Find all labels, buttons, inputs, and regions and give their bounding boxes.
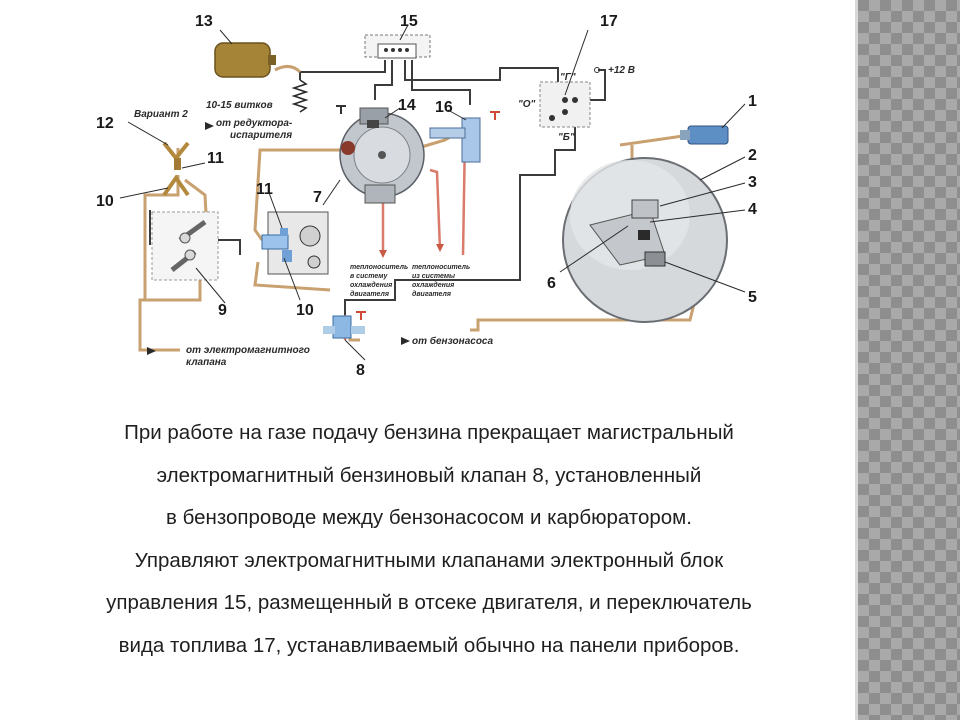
label-11a: 11 [207,150,224,167]
gas-cylinder [214,42,276,78]
petrol-valve [323,311,366,339]
valve-block [151,211,219,281]
slide: 13 15 17 1 12 14 16 11 2 3 10 11 7 4 6 5… [0,13,858,667]
label-switch-g: "Г" [560,72,576,83]
fuel-type-switch [539,67,600,128]
label-from-reducer-2: испарителя [230,130,292,141]
label-switch-b: "Б" [558,132,575,143]
decorative-side-pattern [858,0,960,720]
reducer-evaporator [339,107,425,204]
description-line-5: управления 15, размещенный в отсеке двиг… [106,591,752,614]
label-plus12: +12 В [608,65,635,76]
label-coolant-to-1: теплоноситель [350,264,408,271]
label-from-pump: от бензонасоса [412,335,493,347]
description-line-1: При работе на газе подачу бензина прекра… [124,421,734,444]
label-3: 3 [748,174,757,191]
label-11b: 11 [256,181,273,198]
coil [291,79,309,113]
label-14: 14 [398,97,416,114]
label-15: 15 [400,13,418,30]
label-13: 13 [195,13,213,30]
label-from-reducer-1: от редуктора- [216,118,293,129]
label-4: 4 [748,201,757,218]
description-text: При работе на газе подачу бензина прекра… [0,412,858,667]
label-10b: 10 [296,302,314,319]
label-coolant-from-1: теплоноситель [412,264,470,271]
label-coolant-to-4: двигателя [350,290,389,298]
air-filter [562,157,728,323]
label-7: 7 [313,189,322,206]
label-10a: 10 [96,193,114,210]
label-2: 2 [748,147,757,164]
gas-valve-unit [261,211,329,275]
label-from-valve-1: от электромагнитного [186,345,310,356]
side-divider [855,0,858,720]
control-unit-ecu [364,34,431,59]
label-9: 9 [218,302,227,319]
label-variant: Вариант 2 [134,109,188,120]
label-coolant-to-2: в систему [350,273,388,280]
wiring [149,60,606,318]
hose-fitting [680,125,729,145]
label-5: 5 [748,289,757,306]
description-line-4: Управляют электромагнитными клапанами эл… [134,548,724,572]
gas-equipment-diagram: 13 15 17 1 12 14 16 11 2 3 10 11 7 4 6 5… [96,13,757,379]
label-1: 1 [748,93,757,110]
label-coolant-from-4: двигателя [412,290,451,298]
description-line-3: в бензопроводе между бензонасосом и карб… [166,506,692,529]
coolant-tee [429,111,500,163]
description-line-6: вида топлива 17, устанавливаемый обычно … [118,633,740,657]
label-coolant-from-2: из системы [412,273,455,280]
label-coolant-from-3: охлаждения [412,281,454,289]
label-6: 6 [547,275,556,292]
label-12: 12 [96,115,114,132]
description-line-2: электромагнитный бензиновый клапан 8, ус… [156,463,702,487]
label-16: 16 [435,99,453,116]
label-turns: 10-15 витков [206,100,273,111]
label-8: 8 [356,362,365,379]
label-from-valve-2: клапана [186,357,227,368]
label-17: 17 [600,13,618,30]
label-coolant-to-3: охлаждения [350,281,392,289]
label-switch-o: "О" [518,99,536,110]
y-connector [162,141,190,197]
